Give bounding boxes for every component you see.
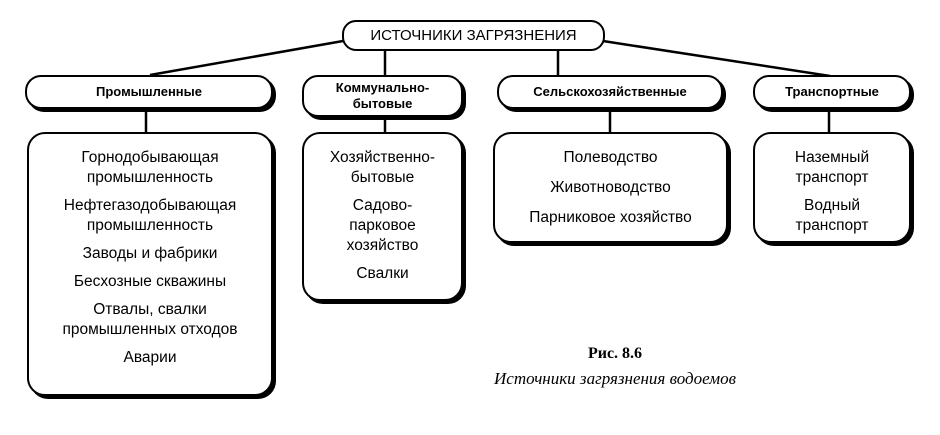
connector-root-industrial (149, 39, 344, 77)
category-title: Сельскохозяйственные (533, 84, 687, 99)
items-communal: Хозяйственно-бытовые Садово-парковое хоз… (302, 132, 463, 301)
list-item: Полеводство (563, 149, 658, 166)
list-item: Свалки (356, 265, 409, 282)
items-transport: Наземный транспорт Водный транспорт (753, 132, 911, 243)
figure-caption: Источники загрязнения водоемов (494, 369, 736, 388)
category-communal: Коммунально-бытовые (302, 75, 463, 117)
list-item: Горнодобывающая промышленность (81, 149, 219, 186)
list-item: Отвалы, свалки промышленных отходов (62, 301, 238, 338)
root-node: ИСТОЧНИКИ ЗАГРЯЗНЕНИЯ (342, 20, 605, 51)
items-industrial: Горнодобывающая промышленность Нефтегазо… (27, 132, 273, 396)
list-item: Нефтегазодобывающая промышленность (63, 197, 237, 234)
list-item: Аварии (123, 349, 177, 366)
category-transport: Транспортные (753, 75, 911, 109)
root-label: ИСТОЧНИКИ ЗАГРЯЗНЕНИЯ (370, 27, 577, 44)
items-agricultural: Полеводство Животноводство Парниковое хо… (493, 132, 728, 243)
category-agricultural: Сельскохозяйственные (497, 75, 723, 109)
category-title: Коммунально-бытовые (335, 80, 430, 111)
list-item: Садово-парковое хозяйство (346, 197, 419, 254)
figure-number: Рис. 8.6 (587, 345, 643, 362)
category-industrial: Промышленные (25, 75, 273, 109)
list-item: Хозяйственно-бытовые (329, 149, 436, 186)
list-item: Парниковое хозяйство (529, 209, 692, 226)
list-item: Водный транспорт (795, 197, 869, 234)
category-title: Транспортные (785, 84, 879, 99)
list-item: Животноводство (550, 179, 671, 196)
connector-root-transport (602, 39, 831, 78)
list-item: Наземный транспорт (794, 149, 870, 186)
list-item: Бесхозные скважины (73, 273, 227, 290)
list-item: Заводы и фабрики (82, 245, 218, 262)
category-title: Промышленные (96, 84, 202, 99)
